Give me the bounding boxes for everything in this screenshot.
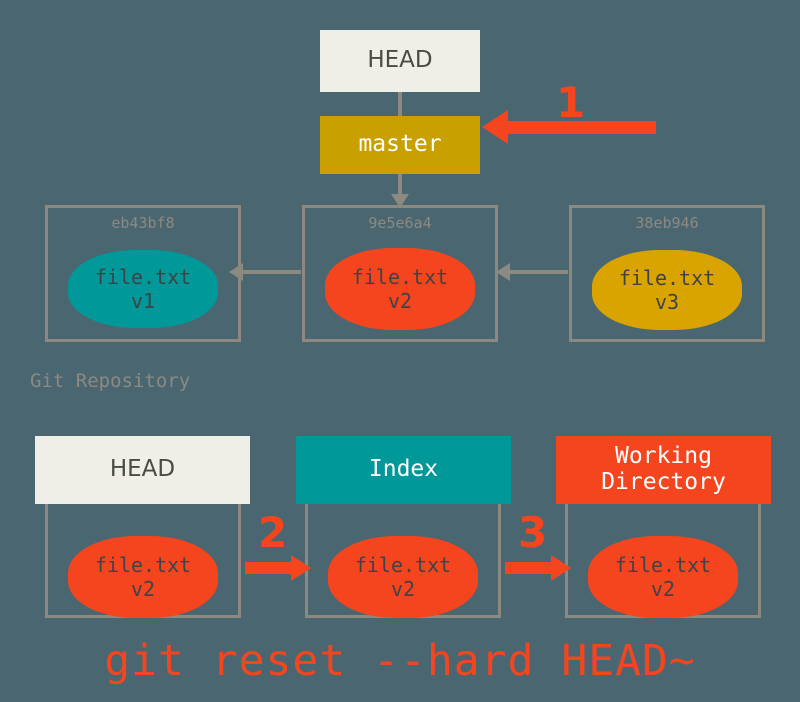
commit-hash-9e5e6a4: 9e5e6a4 [368, 214, 432, 232]
working-directory-blob: file.txt v2 [588, 536, 738, 618]
working-directory-version: v2 [650, 577, 676, 601]
master-to-commit-line [398, 174, 402, 196]
head-to-master-line [398, 92, 402, 116]
working-directory-label-line2: Directory [601, 469, 726, 495]
working-directory-label-box: Working Directory [556, 436, 771, 504]
parent-link-line-3-to-2 [510, 270, 568, 274]
head-tree-label-box: HEAD [35, 436, 250, 504]
parent-link-line-2-to-1 [243, 270, 301, 274]
commit-blob-v3-filename: file.txt [618, 265, 716, 290]
commit-blob-v1-version: v1 [130, 289, 156, 313]
head-tree-filename: file.txt [94, 552, 192, 577]
step-3-arrow-head [551, 555, 571, 581]
working-directory-filename: file.txt [614, 552, 712, 577]
commit-blob-v3: file.txt v3 [592, 250, 742, 330]
step-1-arrow-line [508, 121, 656, 134]
commit-blob-v3-version: v3 [654, 290, 680, 314]
index-tree-filename: file.txt [354, 552, 452, 577]
step-1-number: 1 [556, 78, 586, 127]
commit-blob-v2: file.txt v2 [325, 248, 475, 330]
repo-head-ref-box: HEAD [320, 30, 480, 92]
head-tree-version: v2 [130, 577, 156, 601]
step-3-number: 3 [518, 508, 548, 557]
commit-blob-v2-filename: file.txt [351, 264, 449, 289]
command-caption: git reset --hard HEAD~ [104, 636, 696, 686]
git-repository-label: Git Repository [30, 370, 191, 392]
commit-blob-v1-filename: file.txt [94, 264, 192, 289]
parent-link-arrowhead-3-to-2 [496, 263, 510, 281]
index-tree-blob: file.txt v2 [328, 536, 478, 618]
head-tree-blob: file.txt v2 [68, 536, 218, 618]
master-to-commit-arrowhead [391, 194, 409, 208]
repo-head-ref-label: HEAD [367, 47, 433, 74]
commit-hash-38eb946: 38eb946 [635, 214, 699, 232]
repo-master-ref-label: master [358, 131, 442, 158]
index-tree-label-box: Index [296, 436, 511, 504]
working-directory-label-line1: Working [615, 443, 712, 470]
index-tree-version: v2 [390, 577, 416, 601]
commit-box-38eb946: 38eb946 [569, 205, 765, 342]
commit-blob-v1: file.txt v1 [68, 250, 218, 328]
step-3-arrow-line [505, 562, 551, 574]
index-tree-label: Index [368, 456, 439, 483]
step-1-arrow-head [482, 110, 508, 144]
commit-hash-eb43bf8: eb43bf8 [111, 214, 175, 232]
parent-link-arrowhead-2-to-1 [229, 263, 243, 281]
step-2-arrow-head [291, 555, 311, 581]
step-2-arrow-line [245, 562, 291, 574]
commit-blob-v2-version: v2 [387, 289, 413, 313]
head-tree-label: HEAD [109, 456, 176, 483]
repo-master-ref-box: master [320, 116, 480, 174]
step-2-number: 2 [258, 508, 288, 557]
